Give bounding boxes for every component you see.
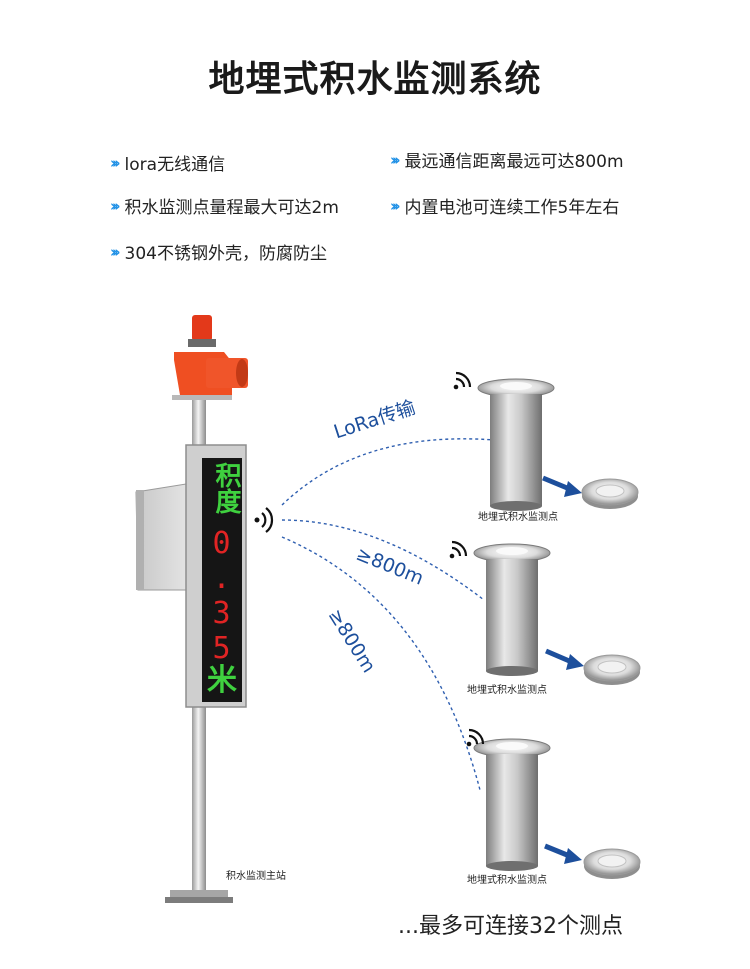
feature-item: ››› 最远通信距离最远可达800m: [390, 147, 624, 173]
feature-text: 内置电池可连续工作5年左右: [404, 198, 620, 218]
feature-item: ››› 304不锈钢外壳，防腐防尘: [110, 239, 327, 265]
node-label: 地埋式积水监测点: [478, 512, 558, 523]
node-label: 地埋式积水监测点: [467, 875, 547, 886]
chevron-right-icon: ›››: [110, 242, 120, 261]
chevron-right-icon: ›››: [110, 196, 120, 215]
link-line-1: [281, 438, 495, 506]
arrow-right-icon: [542, 475, 582, 497]
feature-item: ››› 积水监测点量程最大可达2m: [110, 193, 339, 219]
chevron-right-icon: ›››: [390, 150, 400, 169]
link-line-3: [281, 536, 481, 791]
sensor-node: [466, 728, 641, 879]
led-display: [185, 444, 247, 708]
display-unit: 米: [207, 663, 237, 698]
alarm-light-icon: [172, 315, 248, 400]
wifi-signal-icon: [453, 371, 472, 390]
page-title: 地埋式积水监测系统: [208, 59, 542, 100]
feature-item: ››› lora无线通信: [110, 150, 226, 176]
arrow-right-icon: [544, 843, 582, 864]
station-pole: [165, 392, 233, 903]
wifi-signal-icon: [466, 728, 485, 747]
station-label: 积水监测主站: [226, 871, 286, 882]
chevron-right-icon: ›››: [390, 196, 400, 215]
chevron-right-icon: ›››: [110, 153, 120, 172]
wifi-signal-icon: [254, 507, 274, 533]
feature-item: ››› 内置电池可连续工作5年左右: [390, 193, 620, 219]
feature-text: 304不锈钢外壳，防腐防尘: [124, 244, 327, 264]
feature-text: 最远通信距离最远可达800m: [404, 152, 624, 172]
node-label: 地埋式积水监测点: [467, 685, 547, 696]
sensor-node: [453, 371, 639, 511]
link-line-2: [281, 519, 485, 601]
control-box: [135, 483, 193, 591]
bottom-note: ...最多可连接32个测点: [398, 914, 623, 939]
arrow-right-icon: [545, 648, 584, 670]
display-value: 0.35: [204, 526, 239, 666]
sensor-cap: [583, 848, 641, 879]
lora-links: [281, 438, 495, 791]
sensor-cap: [581, 478, 639, 509]
feature-text: 积水监测点量程最大可达2m: [124, 198, 339, 218]
wifi-signal-icon: [449, 540, 468, 559]
feature-text: lora无线通信: [124, 155, 226, 175]
sensor-node: [449, 540, 641, 685]
display-label: 积度: [211, 462, 241, 514]
sensor-cap: [583, 654, 641, 685]
